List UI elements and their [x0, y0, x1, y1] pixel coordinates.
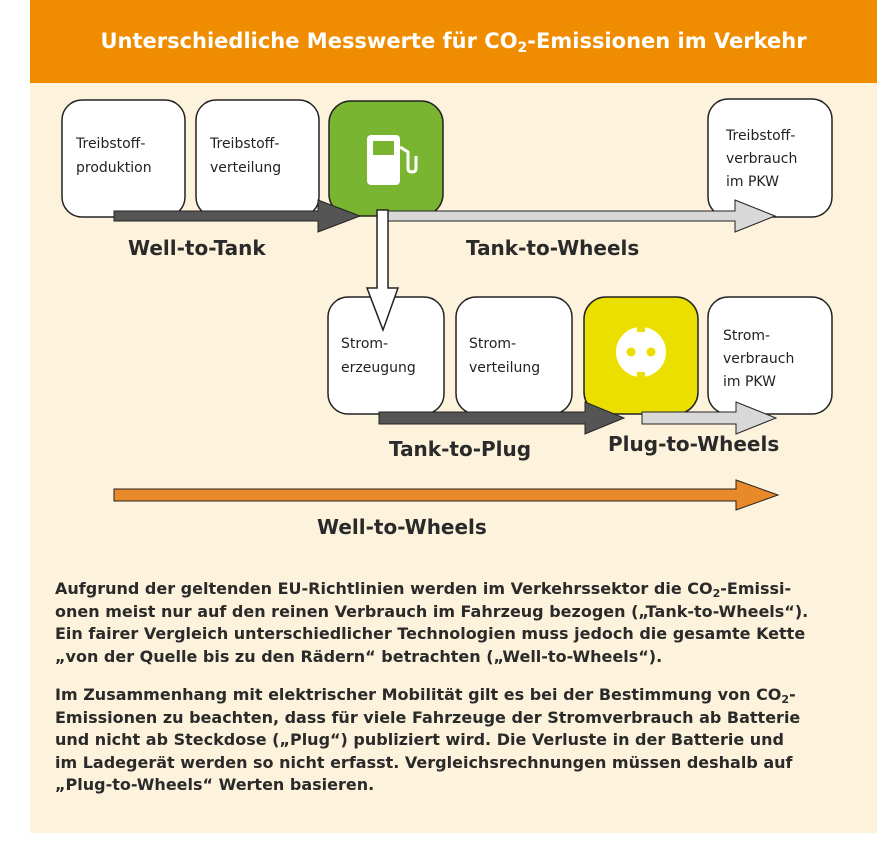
arrow-well-to-wheels: [113, 479, 780, 511]
emission-chain-diagram: Treibstoff-produktion Treibstoff-verteil…: [61, 98, 833, 539]
box-power-generation-line2: erzeugung: [341, 360, 416, 376]
box-power-distribution: [455, 296, 573, 415]
box-power-distribution-line1: Strom-: [469, 336, 516, 352]
svg-text:Strom-verteilung: Strom-verteilung: [469, 336, 540, 376]
paragraph-electric-mobility: Im Zusammenhang mit elektrischer Mobilit…: [55, 685, 801, 794]
box-fuel-consumption-line3: im PKW: [726, 174, 779, 190]
box-fuel-distribution-line2: verteilung: [210, 160, 281, 176]
paragraph-eu-guidelines: Aufgrund der geltenden EU-Richtlinien we…: [55, 579, 809, 666]
box-fuel-production-line1: Treibstoff-: [75, 136, 145, 152]
label-plug-to-wheels: Plug-to-Wheels: [608, 432, 779, 456]
fuel-pump-icon: [367, 135, 418, 185]
label-well-to-wheels: Well-to-Wheels: [317, 515, 487, 539]
box-fuel-distribution: [195, 99, 320, 218]
arrow-station-down: [365, 209, 400, 333]
explanation-text: Aufgrund der geltenden EU-Richtlinien we…: [55, 578, 855, 813]
svg-text:Treibstoff-verteilung: Treibstoff-verteilung: [209, 136, 281, 176]
power-socket-icon: [616, 326, 666, 378]
arrow-plug-to-wheels: [641, 401, 778, 435]
box-power-distribution-line2: verteilung: [469, 360, 540, 376]
box-power-consumption-line2: verbrauch: [723, 351, 794, 367]
box-fuel-distribution-line1: Treibstoff-: [209, 136, 279, 152]
arrow-tank-to-wheels: [385, 199, 777, 233]
box-fuel-consumption-line2: verbrauch: [726, 151, 797, 167]
title-bar: [30, 0, 877, 83]
svg-text:Treibstoff-produktion: Treibstoff-produktion: [75, 136, 152, 176]
box-fuel-production: [61, 99, 186, 218]
arrow-well-to-tank: [113, 199, 362, 233]
label-well-to-tank: Well-to-Tank: [128, 236, 266, 260]
label-tank-to-plug: Tank-to-Plug: [389, 437, 531, 461]
box-fuel-consumption-line1: Treibstoff-: [725, 128, 795, 144]
page-title: Unterschiedliche Messwerte für CO2-Emiss…: [100, 29, 807, 56]
box-power-consumption-line1: Strom-: [723, 328, 770, 344]
box-fuel-production-line2: produktion: [76, 160, 152, 176]
svg-text:Strom-erzeugung: Strom-erzeugung: [341, 336, 416, 376]
label-tank-to-wheels: Tank-to-Wheels: [466, 236, 639, 260]
arrow-tank-to-plug: [378, 401, 626, 435]
box-power-generation-line1: Strom-: [341, 336, 388, 352]
box-power-consumption-line3: im PKW: [723, 374, 776, 390]
box-power-consumption: [707, 296, 833, 415]
